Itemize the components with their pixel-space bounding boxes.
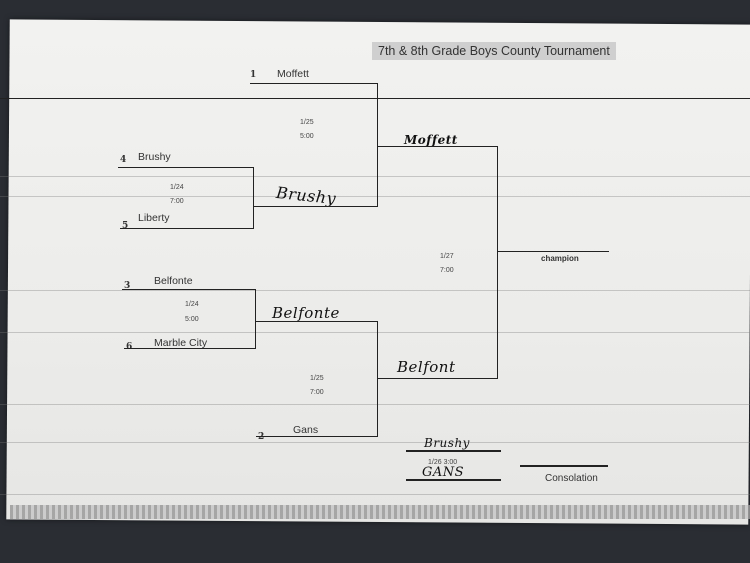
game-datetime: 1/26 3:00 (428, 459, 458, 466)
game-time: 7:00 (310, 389, 324, 396)
champion-label: champion (541, 254, 579, 263)
game-time: 5:00 (185, 316, 199, 323)
game-date: 1/24 (170, 184, 184, 191)
bracket-line (255, 289, 257, 349)
handwritten-winner: Moffett (404, 133, 458, 147)
seed-number: 5 (122, 221, 129, 231)
game-time: 5:00 (300, 133, 314, 140)
game-time: 7:00 (440, 267, 454, 274)
handwritten-consolation-team: GANS (422, 465, 465, 480)
scan-line (0, 332, 750, 333)
bracket-line (120, 228, 254, 230)
scan-line (0, 196, 750, 197)
seed-number: 6 (126, 342, 133, 352)
consolation-label: Consolation (545, 473, 598, 484)
consolation-line (406, 450, 501, 452)
bracket-line (256, 436, 378, 438)
champion-line (497, 251, 609, 253)
scan-line (0, 290, 750, 291)
game-date: 1/24 (185, 301, 199, 308)
paper-edge-shadow (10, 505, 750, 519)
seed-number: 4 (120, 155, 127, 165)
bracket-line (124, 348, 256, 350)
team-gans: Gans (293, 424, 319, 436)
bracket-line (118, 167, 254, 169)
page-title: 7th & 8th Grade Boys County Tournament (372, 42, 616, 60)
bracket-line (377, 146, 498, 148)
bracket-line (377, 378, 498, 380)
scan-line (0, 176, 750, 177)
team-marble-city: Marble City (154, 337, 208, 349)
bracket-line (497, 146, 499, 379)
bracket-line (250, 83, 378, 85)
team-belfonte: Belfonte (154, 275, 193, 287)
team-moffett: Moffett (277, 68, 309, 80)
seed-number: 1 (250, 70, 257, 80)
scan-line (0, 404, 750, 405)
bracket-line (122, 289, 256, 291)
game-date: 1/27 (440, 253, 454, 260)
consolation-result-line (520, 465, 608, 467)
scan-line (0, 442, 750, 443)
game-date: 1/25 (300, 119, 314, 126)
handwritten-winner: Belfont (397, 358, 456, 376)
game-time: 7:00 (170, 198, 184, 205)
team-brushy: Brushy (138, 151, 171, 163)
team-liberty: Liberty (138, 212, 170, 224)
seed-number: 3 (124, 281, 131, 291)
bracket-line (377, 83, 379, 207)
scan-line (0, 494, 750, 495)
bracket-line (253, 167, 255, 229)
bracket-line (255, 321, 378, 323)
handwritten-consolation-team: Brushy (424, 436, 470, 450)
handwritten-winner: Belfonte (272, 304, 340, 322)
game-date: 1/25 (310, 375, 324, 382)
scan-line (0, 98, 750, 100)
consolation-line (406, 479, 501, 481)
bracket-line (253, 206, 378, 208)
